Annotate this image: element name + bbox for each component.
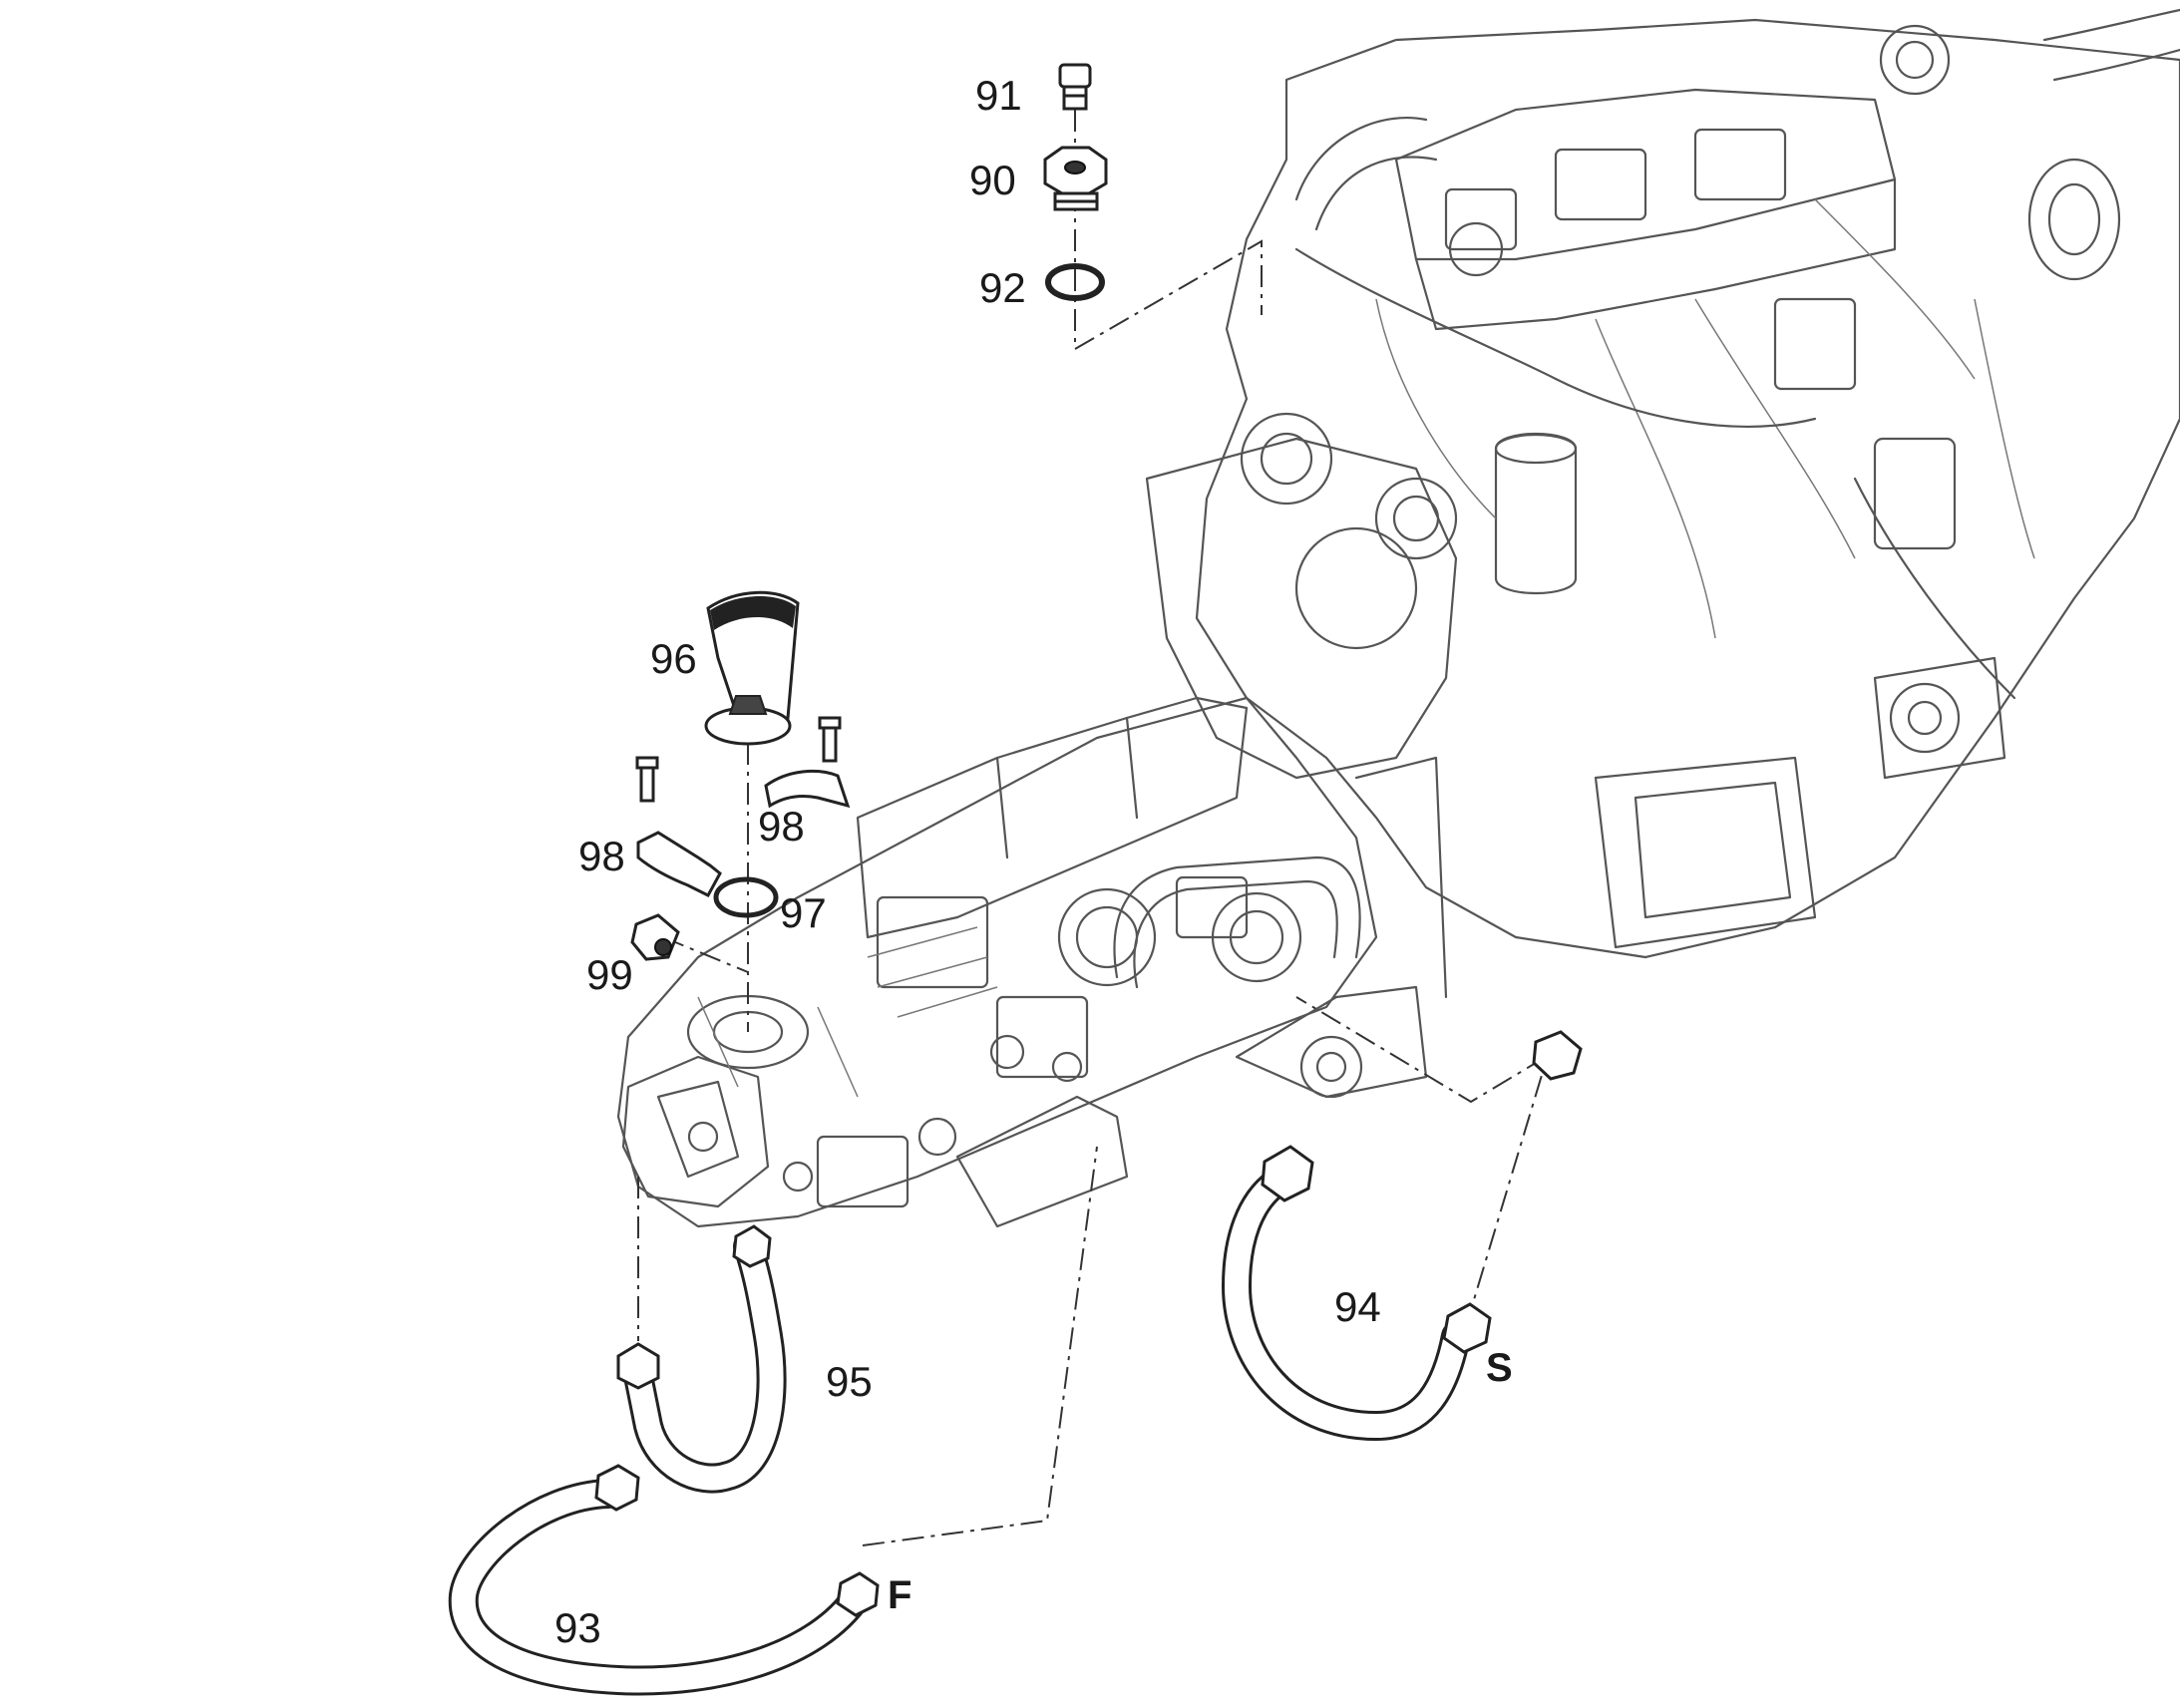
callout-94: 94	[1334, 1283, 1381, 1330]
callout-labels: 91 90 92 96 98 98 97 99 95 94 93 S F	[554, 72, 1513, 1651]
part-98-flange-half-right	[764, 716, 851, 809]
hose-95	[616, 1224, 787, 1494]
part-91-bleed-screw	[1058, 63, 1092, 111]
hose-93	[448, 1464, 880, 1696]
part-98-flange-half-left	[635, 756, 722, 897]
callout-98-left: 98	[578, 833, 625, 879]
engine-assembly	[616, 8, 2180, 1228]
callout-93: 93	[554, 1604, 601, 1651]
callout-90: 90	[969, 157, 1016, 203]
callout-91: 91	[975, 72, 1022, 119]
callout-99: 99	[586, 951, 633, 998]
part-90-plug	[1043, 146, 1108, 211]
callout-92: 92	[979, 264, 1026, 311]
part-92-o-ring	[1045, 263, 1105, 301]
part-99-fitting	[630, 913, 680, 961]
port-label-s: S	[1486, 1346, 1513, 1390]
callout-95: 95	[826, 1358, 873, 1405]
port-label-f: F	[888, 1573, 911, 1617]
callout-98-right: 98	[758, 803, 805, 850]
hose-94	[1222, 1030, 1583, 1441]
callout-97: 97	[780, 889, 827, 936]
part-97-o-ring	[713, 876, 779, 918]
callout-96: 96	[650, 635, 697, 682]
part-96-suction-elbow	[704, 590, 800, 746]
